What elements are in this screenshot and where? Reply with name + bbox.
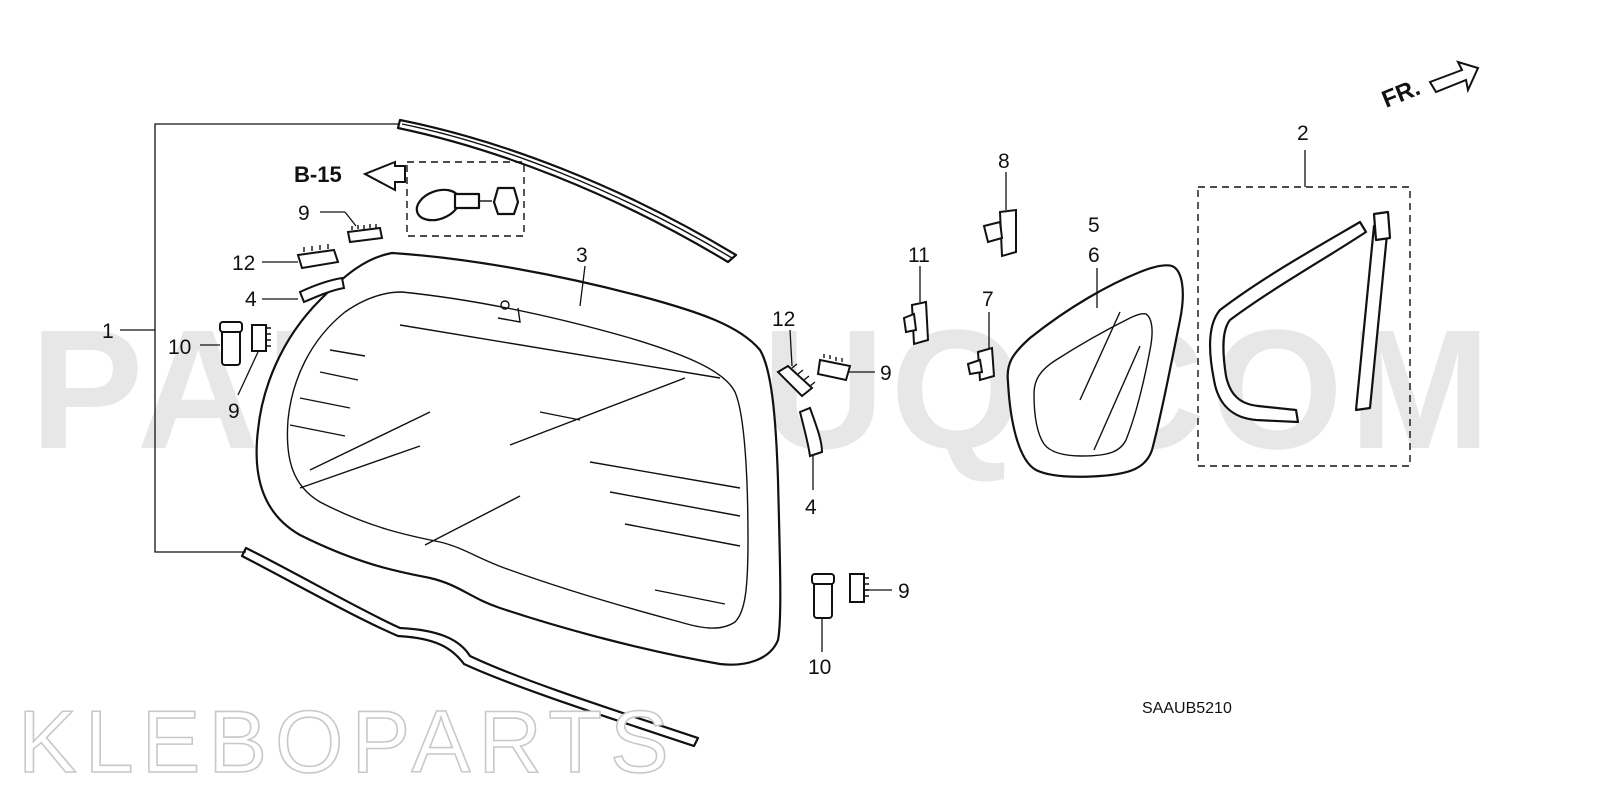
clip-9-bottom — [849, 573, 892, 603]
callout-5: 5 — [1088, 214, 1100, 237]
callout-9-right: 9 — [880, 362, 892, 385]
callout-10-bottom: 10 — [808, 656, 831, 679]
clip-7 — [966, 312, 996, 382]
watermark-secondary: KLEBOPARTS — [18, 692, 677, 791]
molding-set — [1197, 150, 1411, 467]
callout-9-left: 9 — [228, 400, 240, 423]
front-direction-arrow — [1428, 60, 1480, 94]
callout-10-left: 10 — [168, 336, 191, 359]
callout-7: 7 — [982, 288, 994, 311]
callout-9-bottom: 9 — [898, 580, 910, 603]
clip-9-right — [816, 354, 875, 382]
upper-molding — [396, 118, 738, 264]
clip-9-upper — [320, 211, 384, 244]
clip-9-left — [237, 324, 271, 396]
callout-6: 6 — [1088, 244, 1100, 267]
callout-12-right: 12 — [772, 308, 795, 331]
fastener-10-bottom — [811, 573, 835, 652]
callout-4-left: 4 — [245, 288, 257, 311]
callout-12-left: 12 — [232, 252, 255, 275]
fastener-10-left — [200, 321, 243, 366]
spacer-4-right — [798, 406, 824, 490]
fastener-11 — [902, 266, 930, 346]
spacer-4-upper — [262, 276, 346, 304]
rear-windshield-glass — [255, 251, 782, 666]
leader-3 — [579, 265, 586, 307]
lower-molding — [240, 546, 700, 748]
callout-9-upper: 9 — [298, 202, 310, 225]
assembly-bracket — [120, 123, 398, 553]
reference-box — [362, 160, 525, 237]
front-direction-label: FR. — [1378, 74, 1424, 114]
reference-label: B-15 — [294, 162, 342, 187]
callout-4-right: 4 — [805, 496, 817, 519]
clip-12-upper — [262, 244, 340, 270]
clip-8 — [982, 172, 1017, 258]
callout-8: 8 — [998, 150, 1010, 173]
quarter-glass — [1006, 264, 1184, 478]
callout-3: 3 — [576, 244, 588, 267]
diagram-code: SAAUB5210 — [1142, 700, 1232, 717]
clip-12-right — [776, 329, 816, 398]
callout-2: 2 — [1297, 122, 1309, 145]
callout-1: 1 — [102, 320, 114, 343]
callout-11: 11 — [908, 244, 930, 267]
